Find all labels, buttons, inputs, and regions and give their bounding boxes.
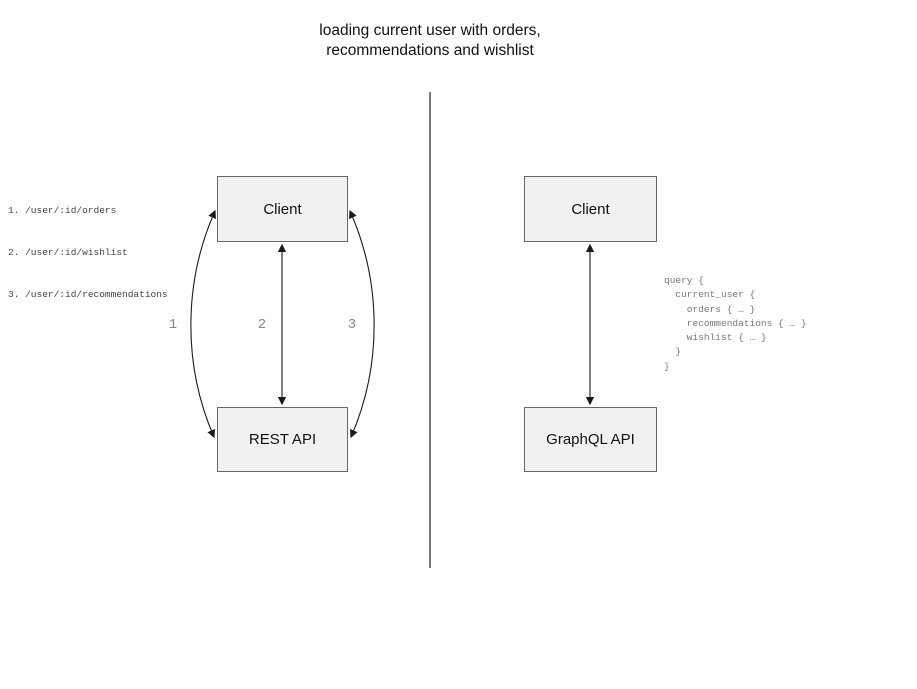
- diagram-title: loading current user with orders, recomm…: [319, 22, 541, 59]
- rest-endpoint-list: 1. /user/:id/orders 2. /user/:id/wishlis…: [8, 176, 168, 316]
- rest-endpoint-wishlist: 2. /user/:id/wishlist: [8, 247, 128, 258]
- rest-api-node: REST API: [217, 407, 348, 472]
- graphql-api-node: GraphQL API: [524, 407, 657, 472]
- rest-arrow-label-3: 3: [347, 317, 357, 333]
- rest-endpoint-recommendations: 3. /user/:id/recommendations: [8, 289, 168, 300]
- rest-arrow-label-2: 2: [257, 317, 267, 333]
- rest-endpoint-orders: 1. /user/:id/orders: [8, 205, 117, 216]
- rest-client-label: Client: [263, 200, 302, 218]
- graphql-query-code: query { current_user { orders { … } reco…: [664, 275, 807, 372]
- graphql-api-label: GraphQL API: [546, 431, 635, 448]
- graphql-client-node: Client: [524, 176, 657, 242]
- rest-arrow-1-curve: [190, 209, 216, 439]
- rest-api-label: REST API: [248, 431, 317, 448]
- rest-client-node: Client: [217, 176, 348, 242]
- graphql-client-label: Client: [571, 200, 610, 218]
- rest-arrow-label-1: 1: [168, 317, 178, 333]
